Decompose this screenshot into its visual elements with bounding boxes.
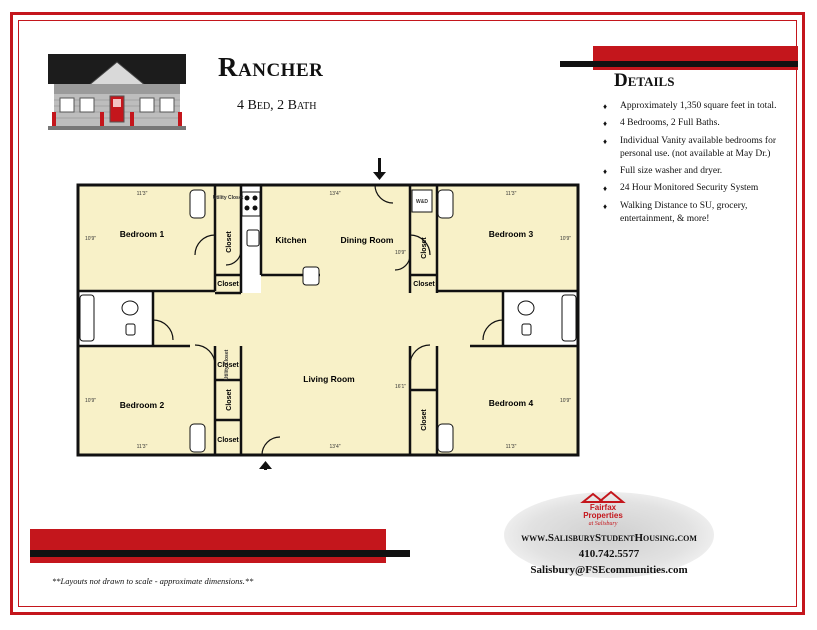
contact-background	[504, 492, 714, 578]
room-label-living-room: Living Room	[303, 374, 355, 384]
dimension-label: 10'9"	[85, 398, 96, 404]
dimension-label: 10'9"	[395, 250, 406, 256]
logo-text-fairfax: Fairfax	[590, 503, 617, 512]
room-label-dining-room: Dining Room	[341, 235, 394, 245]
room-label-bedroom-2: Bedroom 2	[120, 400, 165, 410]
dimension-label: 11'3"	[137, 444, 148, 450]
contact-block: www.SalisburyStudentHousing.com 410.742.…	[484, 530, 734, 578]
accent-bar-red-bottom	[30, 529, 386, 563]
scale-disclaimer: **Layouts not drawn to scale - approxima…	[52, 576, 254, 586]
page-border-outer	[10, 12, 805, 615]
details-heading: Details	[614, 70, 675, 91]
page-border-inner	[18, 20, 797, 607]
accent-bar-black-bottom	[30, 550, 410, 557]
closet-label: Closet	[421, 409, 428, 431]
details-list: Approximately 1,350 square feet in total…	[600, 100, 790, 230]
phone-number[interactable]: 410.742.5577	[578, 548, 640, 560]
website-link[interactable]: www.SalisburyStudentHousing.com	[521, 532, 697, 544]
dimension-label: 10'9"	[85, 236, 96, 242]
room-label-kitchen: Kitchen	[275, 235, 306, 245]
closet-label: Closet	[226, 231, 233, 253]
dimension-label: 11'3"	[506, 444, 517, 450]
dimension-label: 16'1"	[395, 384, 406, 390]
details-item: Individual Vanity available bedrooms for…	[600, 135, 790, 162]
email-link[interactable]: Salisbury@FSEcommunities.com	[530, 564, 688, 576]
closet-label: Closet	[421, 237, 428, 259]
closet-label: Closet	[217, 281, 239, 288]
closet-label: Closet	[413, 281, 435, 288]
utility-closet-label: Utility Closet	[213, 195, 244, 201]
closet-label: Closet	[226, 389, 233, 411]
dimension-label: 11'3"	[506, 191, 517, 197]
details-item: Full size washer and dryer.	[600, 165, 790, 179]
house-illustration	[48, 54, 186, 130]
room-label-bedroom-3: Bedroom 3	[489, 229, 534, 239]
page-subtitle: 4 Bed, 2 Bath	[237, 98, 317, 113]
details-item: 4 Bedrooms, 2 Full Baths.	[600, 117, 790, 131]
utility-closet-label: Utility Closet	[224, 349, 230, 380]
details-item: 24 Hour Monitored Security System	[600, 182, 790, 196]
room-label-bedroom-4: Bedroom 4	[489, 398, 534, 408]
fairfax-properties-logo: Fairfax Properties at Salisbury	[580, 490, 626, 527]
logo-text-at-salisbury: at Salisbury	[589, 521, 618, 527]
closet-label: Closet	[217, 437, 239, 444]
logo-text-properties: Properties	[583, 511, 623, 520]
dimension-label: 11'3"	[137, 191, 148, 197]
closet-label: Closet	[217, 362, 239, 369]
washer-dryer-label: W&D	[416, 199, 428, 205]
page-title: Rancher	[218, 52, 324, 82]
details-item: Walking Distance to SU, grocery, enterta…	[600, 200, 790, 227]
dimension-label: 10'9"	[560, 236, 571, 242]
room-label-bedroom-1: Bedroom 1	[120, 229, 165, 239]
details-item: Approximately 1,350 square feet in total…	[600, 100, 790, 114]
dimension-label: 10'9"	[560, 398, 571, 404]
accent-bar-black-top	[560, 61, 798, 67]
dimension-label: 13'4"	[329, 191, 340, 197]
floor-plan: Bedroom 1 Bedroom 2 Bedroom 3 Bedroom 4 …	[76, 158, 580, 470]
dimension-label: 13'4"	[329, 444, 340, 450]
